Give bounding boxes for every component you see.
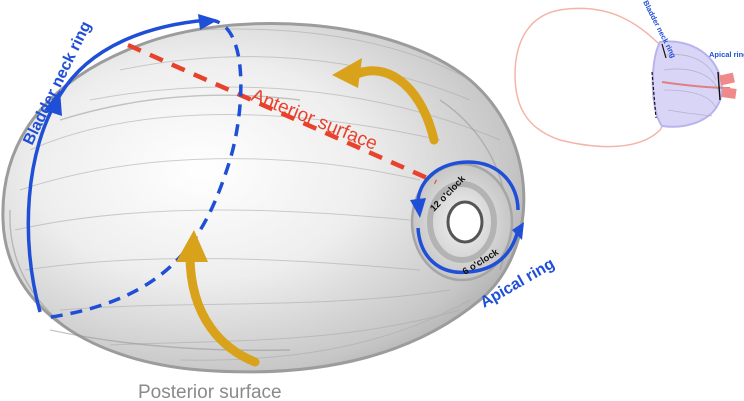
posterior-surface-label: Posterior surface	[138, 382, 282, 401]
inset-bladder	[515, 8, 669, 146]
urethra-opening	[448, 202, 482, 242]
inset-overview: Bladder neck ring Apical ring	[515, 0, 744, 147]
inset-urethra-stump	[721, 87, 736, 99]
inset-urethra-stump	[719, 73, 735, 86]
inset-apical-ring-label: Apical ring	[709, 50, 744, 59]
